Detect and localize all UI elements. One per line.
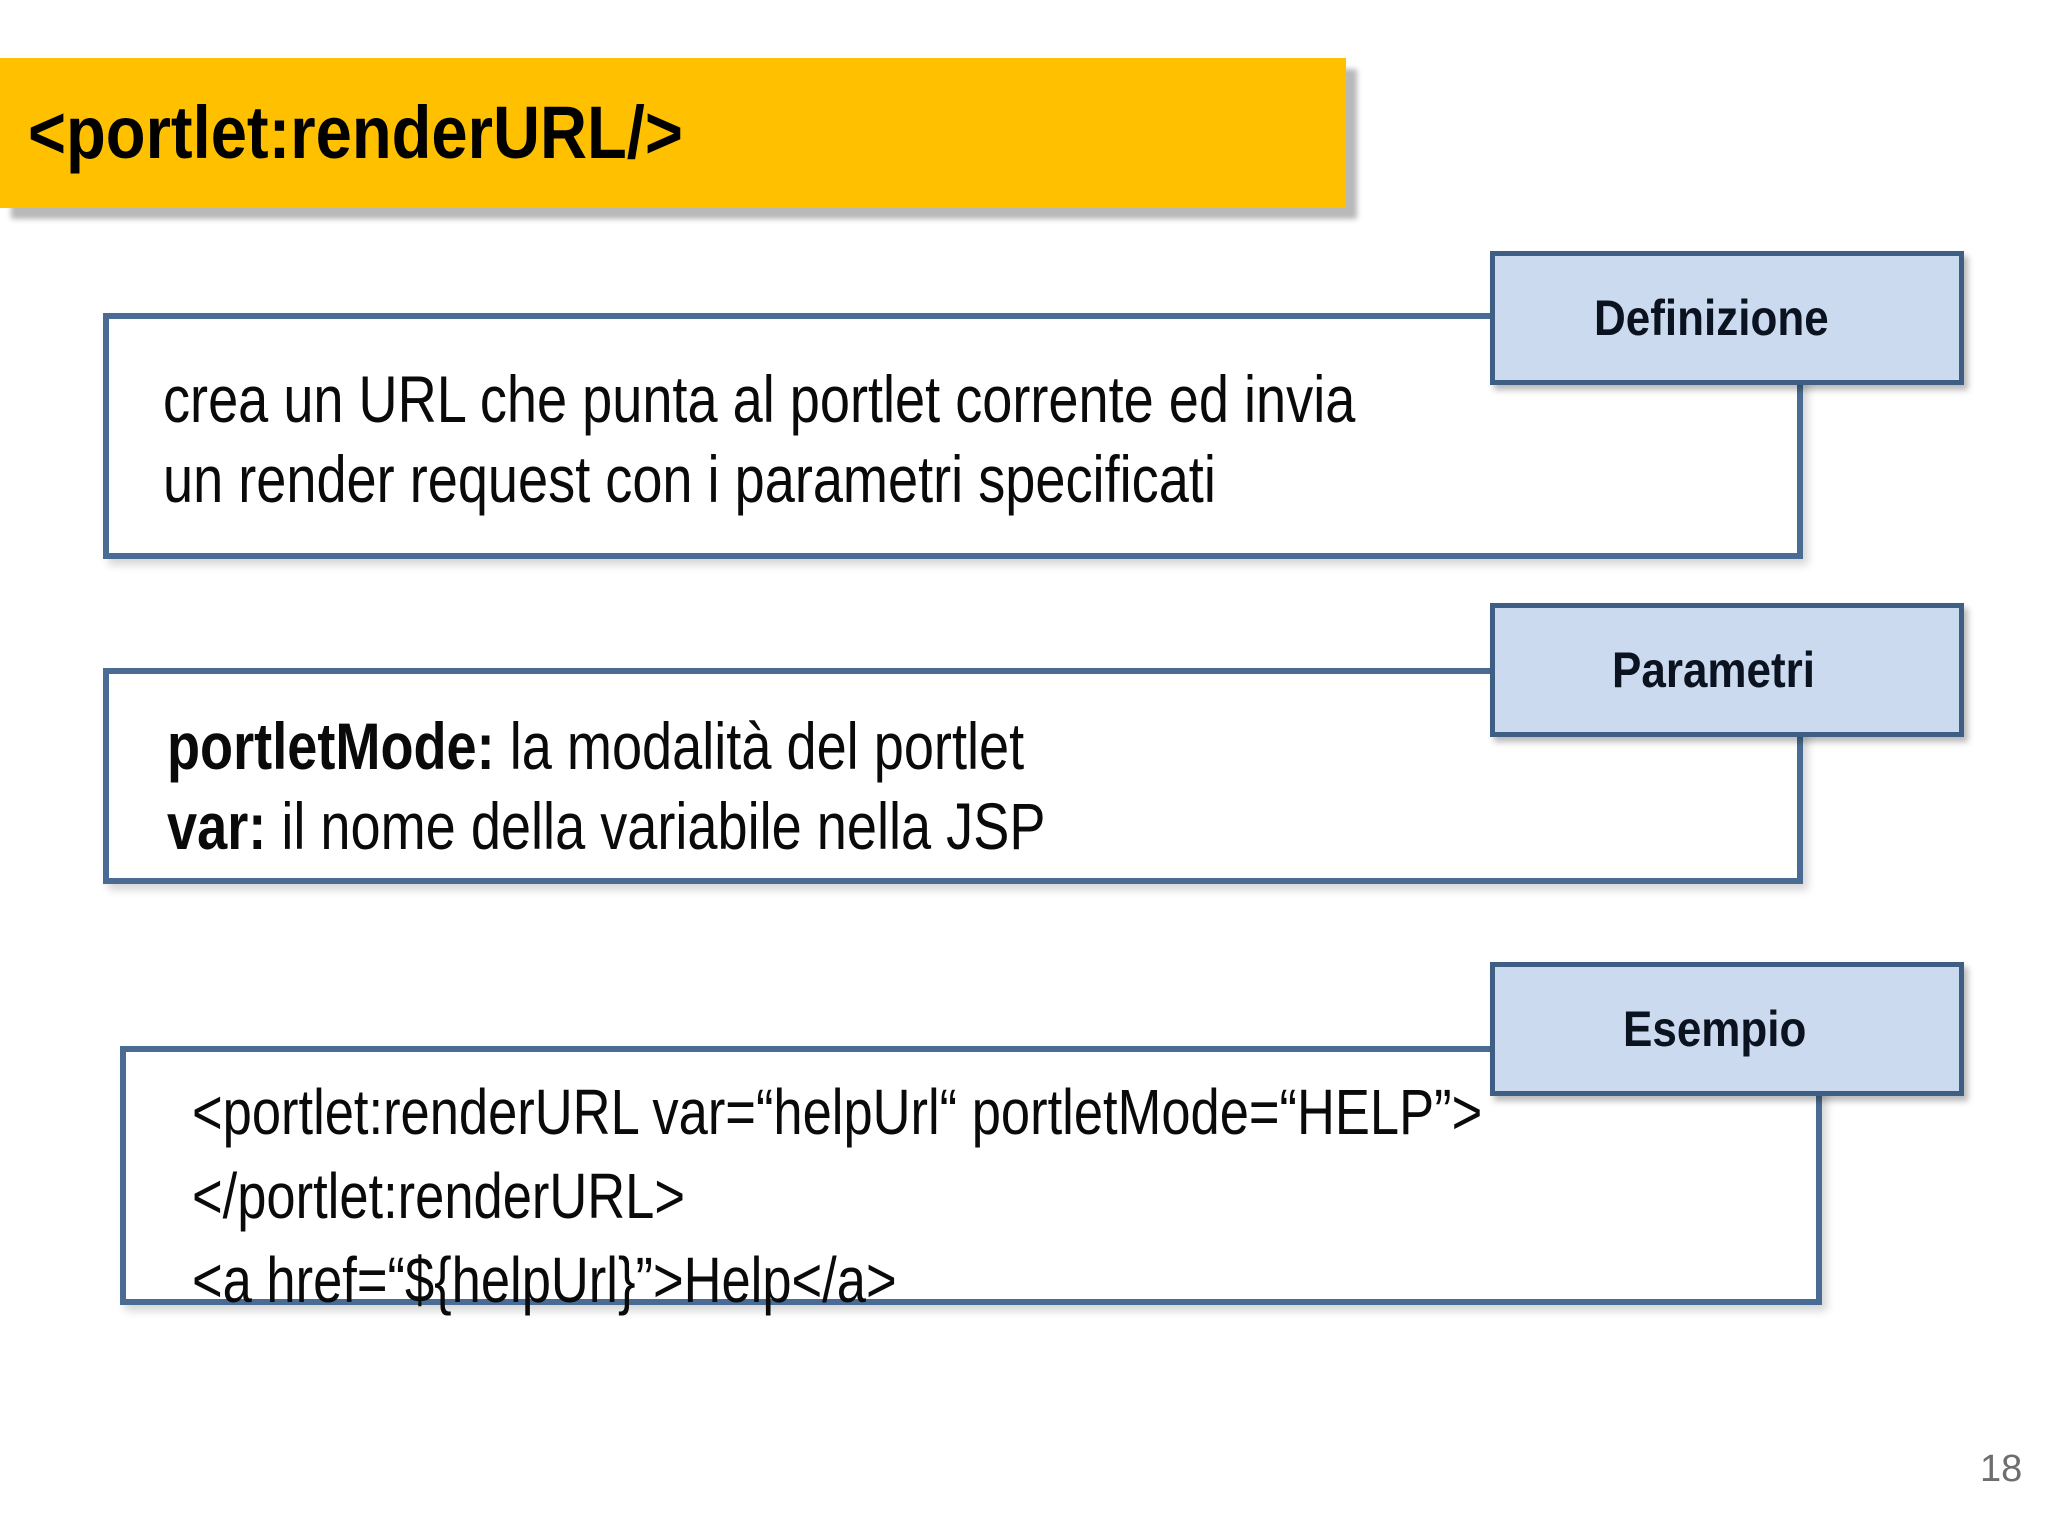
parameter-line-text: portletMode: la modalità del portlet (167, 706, 1024, 786)
code-line-text: <a href=“${helpUrl}”>Help</a> (192, 1244, 897, 1316)
parameter-line: portletMode: la modalità del portlet (167, 706, 1797, 786)
code-line-text: <portlet:renderURL var=“helpUrl“ portlet… (192, 1076, 1483, 1148)
page-title-text: <portlet:renderURL/> (28, 91, 683, 174)
parameter-line-text: var: il nome della variabile nella JSP (167, 786, 1045, 866)
definition-line: un render request con i parametri specif… (163, 439, 1797, 519)
definition-line: crea un URL che punta al portlet corrent… (163, 359, 1797, 439)
parameter-term: var: (167, 789, 267, 863)
definition-callout-label: Definizione (1490, 251, 1964, 385)
parameter-line: var: il nome della variabile nella JSP (167, 786, 1797, 866)
example-callout-label: Esempio (1490, 962, 1964, 1096)
parameters-label-text: Parametri (1611, 642, 1815, 698)
code-line: <portlet:renderURL var=“helpUrl“ portlet… (192, 1070, 1816, 1154)
slide-title-bar: <portlet:renderURL/> (0, 58, 1346, 208)
parameter-description: la modalità del portlet (494, 709, 1025, 783)
definition-line-text: un render request con i parametri specif… (163, 442, 1216, 516)
parameters-box: portletMode: la modalità del portlet var… (103, 668, 1803, 884)
parameter-term: portletMode: (167, 709, 495, 783)
code-line-text: </portlet:renderURL> (192, 1160, 685, 1232)
code-line: <a href=“${helpUrl}”>Help</a> (192, 1238, 1816, 1322)
code-line: </portlet:renderURL> (192, 1154, 1816, 1238)
parameters-callout-label: Parametri (1490, 603, 1964, 737)
page-title: <portlet:renderURL/> (0, 96, 772, 170)
definition-line-text: crea un URL che punta al portlet corrent… (163, 362, 1356, 436)
parameter-description: il nome della variabile nella JSP (266, 789, 1046, 863)
example-label-text: Esempio (1622, 1001, 1807, 1057)
definition-label-text: Definizione (1593, 290, 1829, 346)
page-number: 18 (1980, 1448, 2023, 1490)
